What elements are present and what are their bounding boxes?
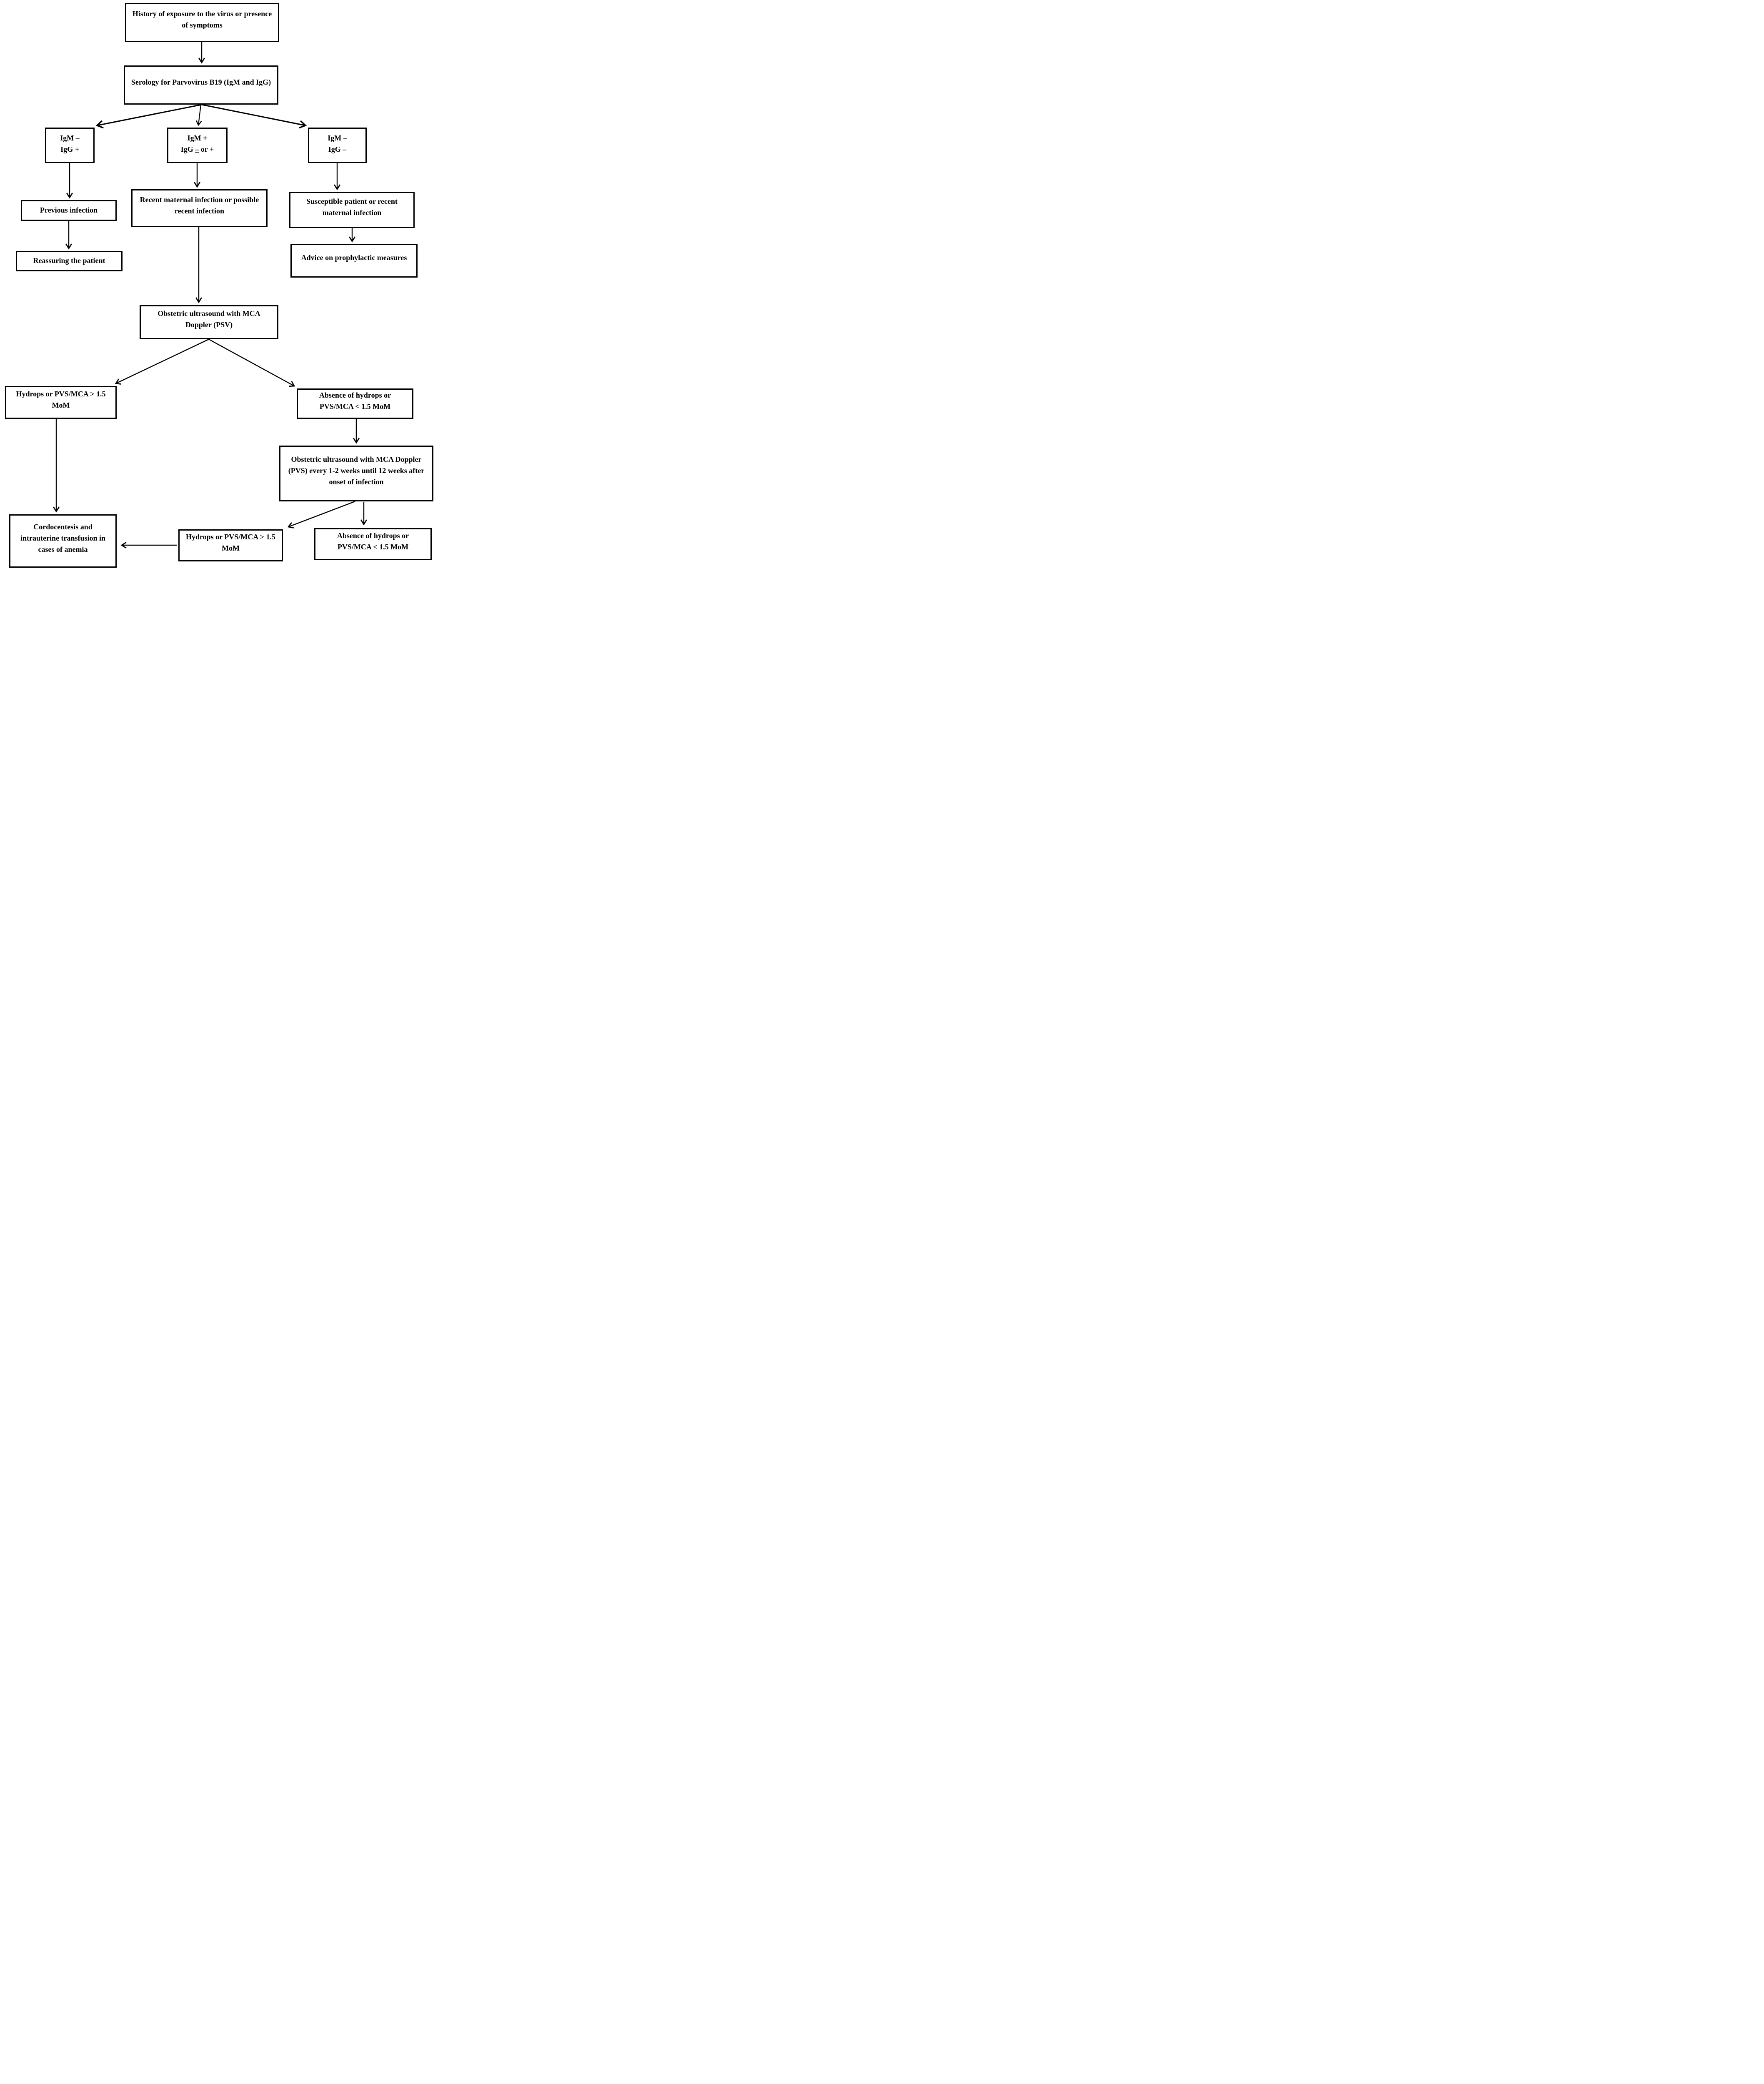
arrow-psv-to-hydrops-left [115, 338, 209, 385]
igg-status-line: IgG + [60, 145, 79, 153]
igm-status-line: IgM – [328, 133, 347, 142]
node-ultrasound-mca-psv-label: Obstetric ultrasound with MCA Doppler (P… [158, 309, 260, 329]
node-igm-neg-igg-pos: IgM – IgG + [45, 128, 95, 163]
flowchart-parvovirus-b19: History of exposure to the virus or pres… [0, 0, 441, 584]
arrow-pvs-to-hydrops-bottom [287, 501, 355, 529]
node-serology-label: Serology for Parvovirus B19 (IgM and IgG… [131, 78, 271, 86]
arrow-serology-to-igm-left [95, 104, 202, 129]
node-hydrops-high-mom-label: Hydrops or PVS/MCA > 1.5 MoM [16, 389, 106, 409]
node-hydrops-high-mom-followup: Hydrops or PVS/MCA > 1.5 MoM [178, 529, 283, 561]
node-recent-maternal-infection-label: Recent maternal infection or possible re… [140, 195, 259, 215]
node-cordocentesis-transfusion-label: Cordocentesis and intrauterine transfusi… [20, 522, 105, 554]
node-previous-infection-label: Previous infection [40, 205, 98, 214]
arrow-serology-to-igm-right [201, 104, 307, 129]
node-susceptible-patient: Susceptible patient or recent maternal i… [289, 192, 415, 228]
arrow-psv-to-absence-right [208, 338, 295, 387]
node-cordocentesis-transfusion: Cordocentesis and intrauterine transfusi… [9, 514, 117, 568]
node-previous-infection: Previous infection [21, 200, 117, 221]
arrow-serology-to-igm-mid [195, 104, 202, 126]
node-advice-prophylactic-label: Advice on prophylactic measures [301, 253, 407, 262]
node-absence-hydrops-low-mom: Absence of hydrops or PVS/MCA < 1.5 MoM [297, 388, 413, 419]
node-igm-neg-igg-neg: IgM – IgG – [308, 128, 367, 163]
node-reassuring-patient-label: Reassuring the patient [33, 256, 105, 265]
node-serology: Serology for Parvovirus B19 (IgM and IgG… [124, 65, 278, 105]
igm-status-line: IgM – [60, 133, 80, 142]
node-absence-hydrops-low-mom-followup-label: Absence of hydrops or PVS/MCA < 1.5 MoM [337, 531, 409, 551]
igg-status-line: IgG – [328, 145, 347, 153]
node-igm-pos-igg-neg-or-pos: IgM + IgG – or + [167, 128, 228, 163]
node-recent-maternal-infection: Recent maternal infection or possible re… [131, 189, 268, 227]
node-absence-hydrops-low-mom-followup: Absence of hydrops or PVS/MCA < 1.5 MoM [314, 528, 432, 560]
node-ultrasound-mca-pvs-followup-label: Obstetric ultrasound with MCA Doppler (P… [288, 455, 425, 486]
node-history-of-exposure: History of exposure to the virus or pres… [125, 3, 279, 42]
node-reassuring-patient: Reassuring the patient [16, 251, 123, 271]
node-hydrops-high-mom-followup-label: Hydrops or PVS/MCA > 1.5 MoM [185, 532, 276, 552]
node-absence-hydrops-low-mom-label: Absence of hydrops or PVS/MCA < 1.5 MoM [319, 391, 391, 411]
node-ultrasound-mca-psv: Obstetric ultrasound with MCA Doppler (P… [140, 305, 278, 339]
igg-status-line: IgG – or + [180, 145, 214, 153]
node-hydrops-high-mom: Hydrops or PVS/MCA > 1.5 MoM [5, 386, 117, 419]
node-history-label: History of exposure to the virus or pres… [132, 10, 272, 29]
node-ultrasound-mca-pvs-followup: Obstetric ultrasound with MCA Doppler (P… [279, 446, 433, 501]
igm-status-line: IgM + [187, 133, 208, 142]
node-susceptible-patient-label: Susceptible patient or recent maternal i… [306, 197, 398, 217]
node-advice-prophylactic: Advice on prophylactic measures [290, 244, 418, 278]
